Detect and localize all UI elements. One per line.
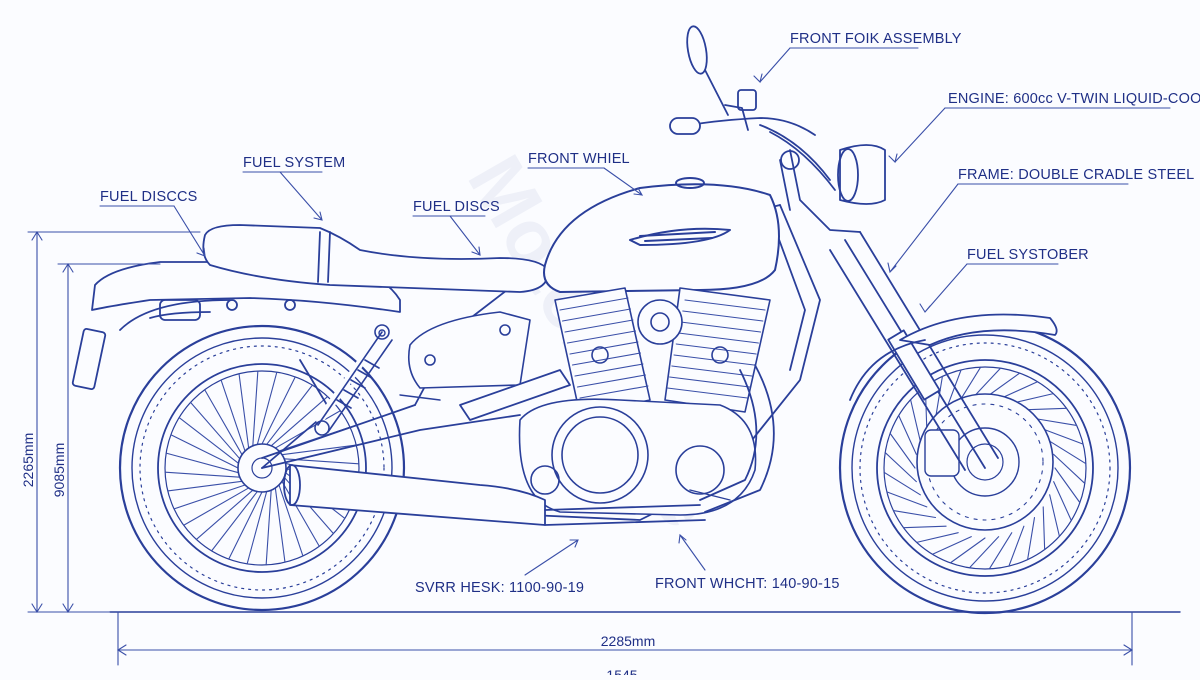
cooling-fin (684, 299, 766, 311)
wheel-spoke (1053, 453, 1086, 485)
wheel-spoke (1054, 467, 1081, 504)
wheel-spoke (220, 379, 246, 452)
wheel-spoke (1027, 516, 1036, 561)
cooling-fin (559, 297, 629, 311)
wheel-spoke (278, 484, 304, 557)
exhaust (283, 364, 775, 526)
wheel-spoke (204, 389, 243, 456)
wheel-spoke (170, 434, 239, 469)
dim-height-inner: 9085mm (51, 443, 67, 497)
wheel-spoke (968, 536, 1000, 569)
cooling-fin (561, 308, 632, 322)
wheel-spoke (1049, 440, 1087, 465)
wheel-spoke (1011, 393, 1054, 404)
wheel-spoke (274, 487, 286, 563)
label-front-tire: FRONT WHCHT: 140-90-15 (655, 576, 840, 592)
wheel-spoke (1008, 525, 1025, 567)
wheel-spoke (164, 471, 241, 478)
wheel-spoke (1042, 428, 1084, 445)
wheel-spoke (265, 489, 272, 566)
wheel-spoke (910, 399, 921, 442)
wheel-spoke (892, 510, 937, 519)
wheel-spoke (898, 414, 917, 455)
cooling-fin (564, 319, 634, 333)
headlight-handlebar (669, 25, 886, 233)
engine (518, 287, 771, 516)
footpegs (378, 329, 731, 501)
cooling-fin (574, 363, 644, 377)
dim-height-outer: 2265mm (20, 433, 36, 487)
label-frame: FRAME: DOUBLE CRADLE STEEL (958, 167, 1194, 183)
wheel-spoke (884, 451, 917, 483)
wheel-spoke (165, 452, 240, 474)
wheel-spoke (945, 369, 962, 411)
wheel-spoke (266, 384, 313, 446)
wheel-spoke (949, 537, 986, 564)
label-fuel-system: FUEL SYSTEM (243, 155, 345, 171)
wheel-spoke (281, 480, 320, 547)
wheel-spoke (934, 375, 943, 420)
wheel-spoke (228, 491, 263, 560)
label-fuel-discs-left: FUEL DISCCS (100, 189, 198, 205)
wheel-spoke (281, 444, 357, 456)
front-wheel (838, 321, 1132, 615)
wheel-spoke (1033, 417, 1078, 426)
cooling-fin (682, 310, 764, 322)
label-front-wheel: FRONT WHIEL (528, 151, 630, 167)
wheel-spoke (183, 487, 250, 526)
wheel-spoke (988, 532, 1013, 570)
wheel-spoke (246, 490, 268, 565)
wheel-spoke (252, 370, 259, 447)
cooling-fin (579, 385, 649, 399)
wheel-spoke (195, 489, 254, 541)
label-fuel-discs-center: FUEL DISCS (413, 199, 500, 215)
label-fuel-systober: FUEL SYSTOBER (967, 247, 1089, 263)
rear-shock (314, 324, 393, 436)
wheel-spoke (270, 395, 329, 447)
cooling-fin (666, 387, 748, 399)
wheel-spoke (1023, 407, 1068, 411)
wheel-spoke (256, 371, 278, 446)
wheel-spoke (883, 471, 921, 496)
cooling-fin (675, 343, 757, 355)
cooling-fin (576, 374, 647, 388)
wheel-spoke (1049, 494, 1060, 537)
cooling-fin (671, 365, 753, 377)
wheel-spoke (178, 417, 240, 464)
fuel-tank (543, 177, 780, 293)
wheel-spoke (902, 525, 947, 529)
wheel-spoke (889, 432, 916, 469)
wheel-spoke (886, 491, 928, 508)
wheel-spoke (1053, 481, 1072, 522)
seat (202, 224, 549, 293)
cooling-fin (677, 332, 759, 344)
wheel-spoke (916, 532, 959, 543)
wheel-spoke (167, 480, 243, 492)
leader-lines (99, 47, 1171, 576)
cooling-fin (669, 376, 751, 388)
front-fender (849, 313, 1058, 401)
wheel-spoke (261, 376, 296, 445)
dim-overall-length: 2285mm (601, 633, 655, 649)
wheel-spoke (211, 490, 258, 552)
side-cover (407, 311, 531, 389)
label-rear-tire: SVRR HESK: 1100-90-19 (415, 580, 584, 596)
wheel-spoke (173, 484, 246, 510)
wheel-spoke (189, 401, 241, 460)
dim-bottom-partial: 1545 (606, 667, 637, 675)
cooling-fin (680, 321, 762, 333)
dimension-lines (27, 230, 1134, 666)
label-engine: ENGINE: 600cc V-TWIN LIQUID-COOLED (948, 91, 1200, 107)
wheel-spoke (1042, 506, 1046, 551)
wheel-spoke (931, 536, 972, 555)
wheel-spoke (238, 373, 250, 449)
cooling-fin (566, 330, 637, 344)
label-front-fork: FRONT FOIK ASSEMBLY (790, 31, 962, 47)
